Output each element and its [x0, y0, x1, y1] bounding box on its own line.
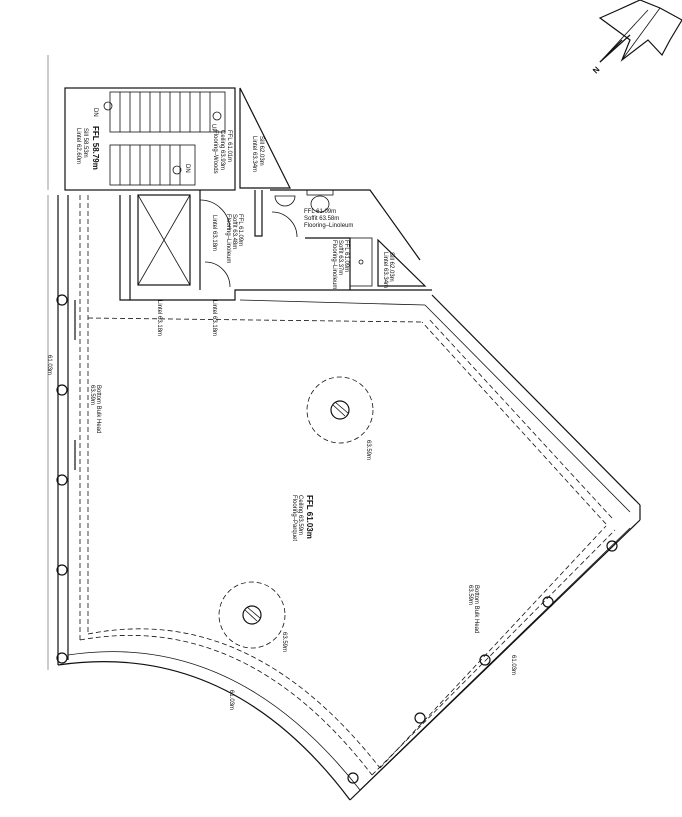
- lift-lintel: Lintel 63.18m: [156, 300, 162, 336]
- left-wall: [47, 55, 89, 670]
- wc-soffit: Soffit 63.58m: [304, 216, 339, 222]
- triangle-void: [239, 87, 291, 189]
- kitchen-lintel: Lintel 63.34m: [382, 252, 388, 288]
- wc-flooring: Flooring–Linoleum: [304, 223, 353, 229]
- lift-shaft: [119, 194, 191, 301]
- wc-ffl: FFL 61.09m: [304, 209, 336, 215]
- right-bulkhead-level: 63.59m: [467, 585, 473, 605]
- service-rooms: [199, 189, 427, 290]
- left-level: 61.03m: [46, 355, 52, 375]
- right-bulkhead-title: Bottom Bulk Head: [473, 585, 479, 633]
- kitchen-ffl: FFL 61.09m: [343, 240, 349, 272]
- main-ffl: FFL 61.03m: [305, 495, 314, 539]
- lobby-ffl: FFL 61.09m: [237, 214, 243, 246]
- kitchen-sill: Sill 62.03m: [388, 252, 394, 282]
- kitchen-flooring: Flooring–Linoleum: [331, 240, 337, 289]
- lobby-flooring: Flooring–Linoleum: [225, 214, 231, 263]
- north-label: N: [591, 65, 602, 76]
- stair-ffl: FFL 58.79m: [91, 126, 100, 170]
- kitchen-soffit: Soffit 63.37m: [337, 240, 343, 275]
- pipe-markers: [56, 294, 618, 784]
- right-wall: [349, 294, 641, 801]
- stair-block: [64, 87, 236, 191]
- curved-wall: [57, 628, 381, 801]
- stair-up-label: UP: [210, 124, 216, 132]
- landing-ceiling: Ceiling 63.93m: [219, 130, 225, 170]
- column-2-level: 63.59m: [281, 632, 287, 652]
- left-bulkhead-level: 63.59m: [89, 385, 95, 405]
- stair-lintel: Lintel 62.60m: [75, 128, 81, 164]
- main-ceiling: Ceiling 63.59m: [297, 495, 303, 535]
- compass-rose-icon: N: [591, 0, 682, 75]
- columns: [218, 376, 374, 649]
- lobby-soffit: Soffit 63.48m: [231, 214, 237, 249]
- right-level: 61.03m: [510, 655, 516, 675]
- curve-level: 61.03m: [228, 690, 234, 710]
- left-bulkhead-title: Bottom Bulk Head: [95, 385, 101, 433]
- main-flooring: Flooring–Parquet: [291, 495, 297, 541]
- column-1-level: 63.59m: [365, 440, 371, 460]
- stair-dn-label-1: DN: [92, 108, 98, 117]
- landing-flooring: Flooring–Woods: [212, 130, 218, 174]
- door-lintel: Lintel 63.18m: [211, 300, 217, 336]
- lobby-lintel: Lintel 63.18m: [211, 215, 217, 251]
- stair-sill: Sill 58.53m: [82, 128, 88, 158]
- main-room-top-wall: [87, 195, 432, 323]
- tri-sill: Sill 62.03m: [258, 136, 264, 166]
- tri-lintel: Lintel 63.34m: [251, 136, 257, 172]
- landing-ffl: FFL 61.01m: [226, 130, 232, 162]
- stair-dn-label-2: DN: [184, 164, 190, 173]
